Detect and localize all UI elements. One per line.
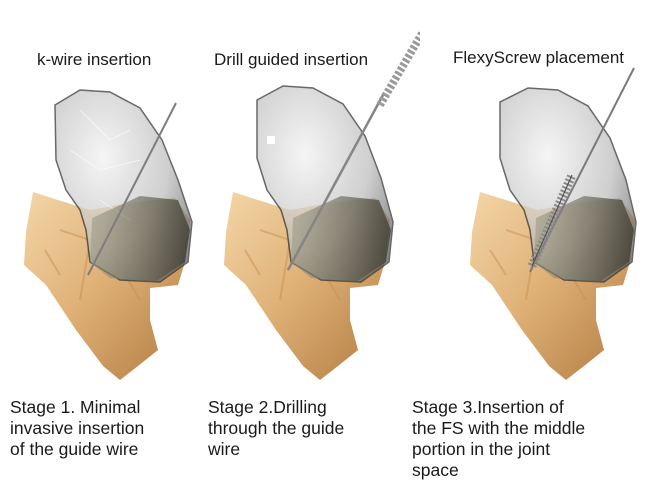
stage-1-panel: k-wire insertion Stage 1. Minimal invasi… — [0, 0, 205, 490]
caption-line: portion in the joint — [412, 439, 652, 460]
stage-2-caption: Stage 2.Drilling through the guide wire — [208, 397, 413, 460]
stage-2-panel: Drill guided insertion Stage 2.Drilling … — [205, 0, 420, 490]
caption-line: space — [412, 460, 652, 481]
caption-line: Stage 1. Minimal — [10, 397, 200, 418]
caption-line: invasive insertion — [10, 418, 200, 439]
stage-1-caption: Stage 1. Minimal invasive insertion of t… — [10, 397, 200, 460]
caption-line: the FS with the middle — [412, 418, 652, 439]
caption-line: Stage 2.Drilling — [208, 397, 413, 418]
caption-line: of the guide wire — [10, 439, 200, 460]
stage-3-caption: Stage 3.Insertion of the FS with the mid… — [412, 397, 652, 481]
caption-line: wire — [208, 439, 413, 460]
stage-3-panel: FlexyScrew placement Stage 3.Insertion o… — [420, 0, 657, 490]
caption-line: through the guide — [208, 418, 413, 439]
caption-line: Stage 3.Insertion of — [412, 397, 652, 418]
